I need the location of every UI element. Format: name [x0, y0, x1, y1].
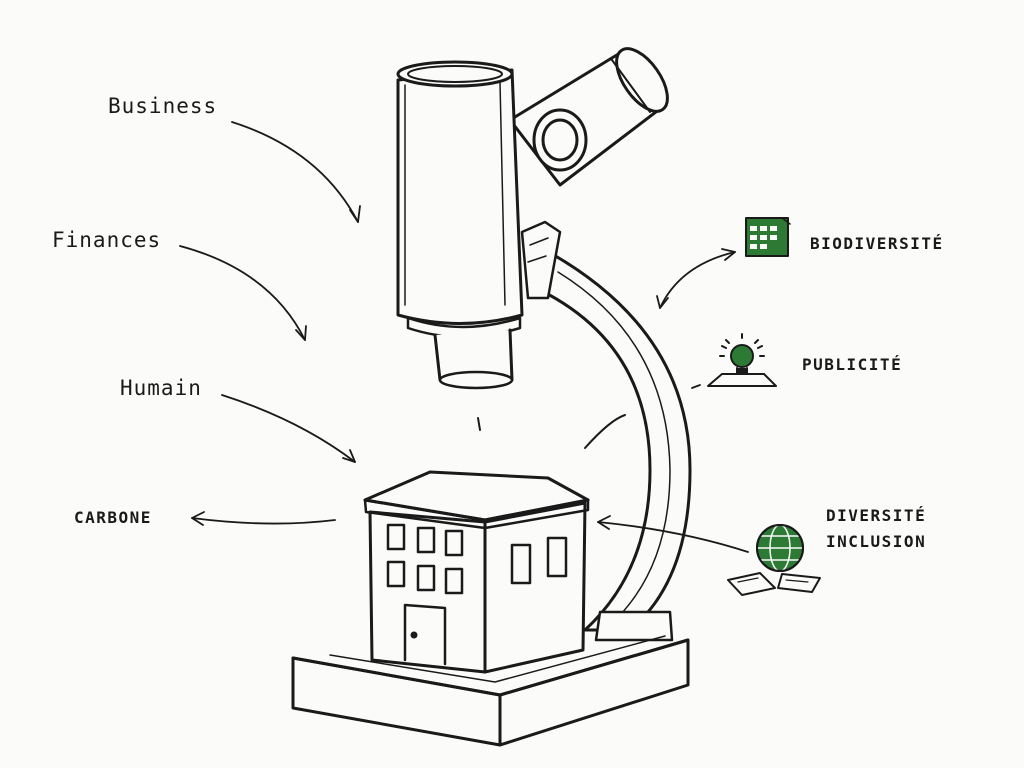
globe-icon — [727, 524, 821, 596]
label-business: Business — [108, 94, 218, 118]
microscope-base — [291, 635, 690, 747]
label-biodiversite: BIODIVERSITÉ — [810, 234, 944, 253]
building — [363, 470, 590, 674]
label-publicite: PUBLICITÉ — [802, 355, 903, 374]
main-tube — [396, 60, 524, 431]
lightbulb-icon — [707, 333, 777, 387]
arrows — [179, 121, 749, 553]
label-diversite: DIVERSITÉ — [826, 506, 927, 525]
calendar-icon — [745, 217, 791, 257]
arrow-humain — [221, 394, 356, 463]
arrow-diversite — [597, 521, 749, 553]
label-inclusion: INCLUSION — [826, 532, 927, 551]
eyepiece-tube — [508, 47, 669, 187]
arrow-biodiversite — [659, 251, 736, 309]
label-humain: Humain — [120, 376, 202, 400]
arrow-finances — [179, 245, 306, 341]
arrow-carbone — [191, 517, 336, 525]
microscope-arm — [520, 220, 692, 642]
arrow-publicite — [691, 384, 701, 389]
arrow-business — [231, 121, 359, 223]
label-carbone: CARBONE — [74, 508, 152, 527]
label-finances: Finances — [52, 228, 162, 252]
